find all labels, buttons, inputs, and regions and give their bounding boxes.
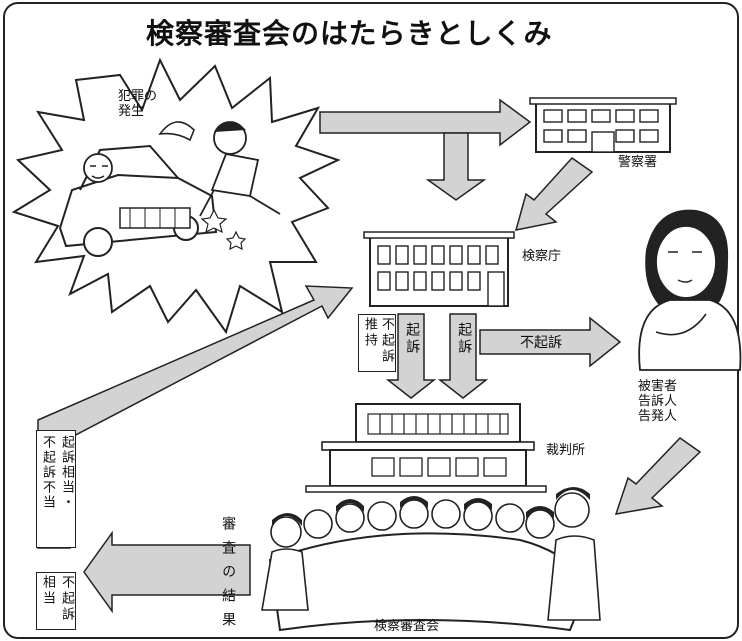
explosion-scene-icon	[11, 57, 341, 335]
crime-label-line1: 犯罪の	[118, 89, 158, 104]
bottom-box-col2: 不起訴	[59, 575, 74, 623]
result-bottom-box: 不起訴 相当	[36, 572, 76, 630]
result-left-box: 起訴相当・ 不起訴不当	[36, 430, 76, 548]
prosecutor-label: 検察庁	[522, 249, 562, 264]
victim-label-line2: 告訴人	[638, 393, 678, 409]
crime-label: 犯罪の 発生	[118, 89, 158, 120]
court-label: 裁判所	[546, 443, 586, 458]
kiso-a-label: 起訴	[404, 322, 421, 356]
diagram-title: 検察審査会のはたらきとしくみ	[146, 17, 553, 50]
arrow-fukiso	[479, 316, 622, 368]
arrow-board-to-prosecutor	[37, 285, 354, 549]
crime-label-line2: 発生	[118, 103, 145, 119]
kiso-b-label: 起訴	[456, 322, 473, 356]
arrow-police-to-prosecutor	[514, 157, 594, 231]
suisen-fukiso-col1: 推持	[361, 317, 377, 349]
suisen-fukiso-box: 不起訴 推持	[358, 314, 396, 372]
suisen-fukiso-col2: 不起訴	[379, 317, 394, 365]
bottom-box-col1: 相当	[39, 575, 55, 607]
left-box-col1: 不起訴不当	[39, 435, 55, 510]
arrow-kiso-b	[437, 313, 489, 399]
frame-border	[3, 2, 739, 639]
police-building-icon	[529, 97, 677, 153]
arrow-result-left	[83, 530, 251, 614]
victim-label: 被害者 告訴人 告発人	[638, 379, 678, 425]
police-label: 警察署	[618, 155, 658, 170]
victim-label-line1: 被害者	[638, 379, 678, 394]
arrow-crime-to-police	[319, 98, 532, 147]
arrow-down-to-prosecutor	[425, 132, 487, 201]
victim-woman-icon	[638, 209, 742, 371]
court-building-icon	[305, 403, 547, 493]
result-label: 審査の結果	[220, 516, 237, 636]
fukiso-label: 不起訴	[520, 335, 562, 351]
review-board-label: 検察審査会	[374, 619, 440, 634]
victim-label-line3: 告発人	[638, 408, 678, 424]
meeting-people-icon	[261, 487, 601, 632]
arrow-kiso-a	[385, 313, 437, 399]
left-box-col2: 起訴相当・	[59, 435, 74, 510]
prosecutor-building-icon	[363, 231, 515, 307]
arrow-victim-to-board	[614, 437, 702, 515]
